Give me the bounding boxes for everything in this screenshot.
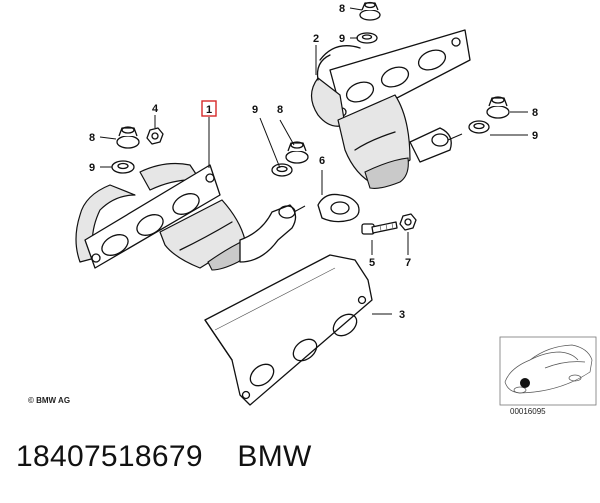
washer-9d — [468, 120, 490, 134]
callout-6[interactable]: 6 — [319, 155, 325, 167]
parts-diagram: 1 2 3 4 5 6 7 8 8 8 8 9 9 9 9 © BMW AG 0… — [28, 1, 597, 416]
callout-5[interactable]: 5 — [369, 257, 375, 269]
flange-gasket — [317, 193, 360, 223]
exhaust-manifold-rear — [310, 29, 471, 189]
part-caption: 18407518679 BMW — [16, 440, 312, 474]
part-number: 18407518679 — [16, 440, 203, 473]
callout-1[interactable]: 1 — [206, 104, 212, 116]
exhaust-manifold-front — [75, 162, 306, 271]
nut-4 — [146, 127, 164, 145]
copyright-text: © BMW AG — [28, 396, 70, 405]
inset-code: 00016095 — [510, 407, 546, 416]
brand-name: BMW — [237, 440, 312, 473]
washer-9c — [356, 32, 378, 44]
flange-nut-8c — [359, 1, 381, 21]
heat-shield — [204, 254, 373, 406]
callout-3[interactable]: 3 — [399, 309, 405, 321]
callout-7[interactable]: 7 — [405, 257, 411, 269]
callout-8-center[interactable]: 8 — [277, 104, 283, 116]
highlight-box-part-1 — [201, 100, 217, 117]
nut-7 — [399, 213, 417, 231]
callout-9-right[interactable]: 9 — [532, 130, 538, 142]
callout-2[interactable]: 2 — [313, 33, 319, 45]
leader-lines — [99, 7, 528, 315]
bolt — [361, 221, 398, 235]
callout-8-top[interactable]: 8 — [339, 3, 345, 15]
flange-nut-8b — [285, 141, 309, 164]
callout-9-center[interactable]: 9 — [252, 104, 258, 116]
washer-9a — [111, 160, 135, 174]
callout-9-left[interactable]: 9 — [89, 162, 95, 174]
flange-nut-8a — [116, 126, 140, 149]
vehicle-location-inset: 00016095 — [499, 336, 597, 416]
flange-nut-8d — [486, 96, 510, 119]
callout-9-top[interactable]: 9 — [339, 33, 345, 45]
washer-9b — [271, 163, 293, 177]
callout-8-left[interactable]: 8 — [89, 132, 95, 144]
callout-8-right[interactable]: 8 — [532, 107, 538, 119]
callout-4[interactable]: 4 — [152, 103, 159, 115]
location-marker-dot — [520, 378, 530, 388]
